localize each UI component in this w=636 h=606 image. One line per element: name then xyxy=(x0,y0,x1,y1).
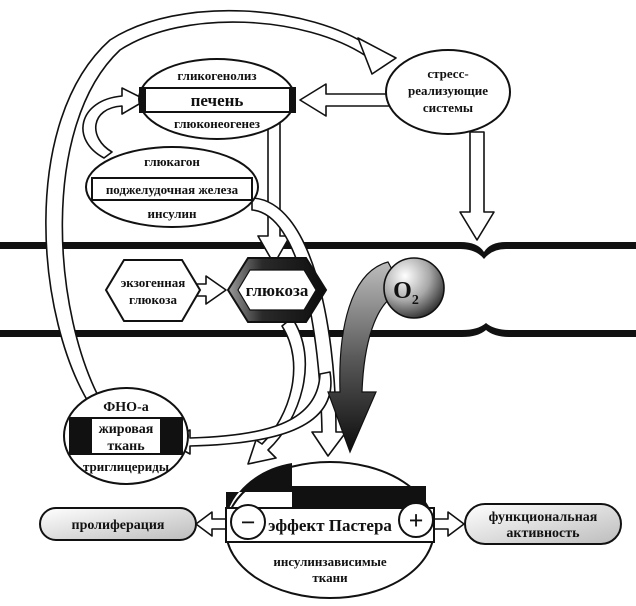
vessel-upper-wall xyxy=(0,242,636,259)
arrow-glucose-to-tissues xyxy=(247,317,307,465)
liver-bottom-label: глюконеогенез xyxy=(174,116,260,131)
activity-node: функциональная активность xyxy=(464,503,622,545)
tissues-line1: инсулинзависимые xyxy=(273,554,387,569)
arrow-to-proliferation xyxy=(195,511,229,537)
minus-sign: − xyxy=(241,508,256,537)
adipose-bottom-label: триглицериды xyxy=(83,459,169,474)
stress-line2: реализующие xyxy=(408,83,488,98)
proliferation-node: пролиферация xyxy=(39,507,197,541)
oxygen-label: O2 xyxy=(393,278,419,308)
glucose-label: глюкоза xyxy=(246,281,309,300)
plus-badge: + xyxy=(398,502,434,538)
adipose-top-label: ФНО-а xyxy=(103,400,148,415)
glucose-node: глюкоза xyxy=(226,257,328,323)
liver-name: печень xyxy=(191,91,244,110)
oxygen-circle xyxy=(383,257,445,319)
arrow-pancreas-to-liver xyxy=(82,87,147,159)
arrow-stress-to-vessel xyxy=(459,131,495,241)
arrow-liver-to-glucose xyxy=(257,121,291,265)
adipose-name-line2: ткань xyxy=(107,439,145,454)
oxygen-arrow xyxy=(327,261,405,454)
pancreas-top-label: глюкагон xyxy=(144,154,200,169)
adipose-node: ФНО-а жировая ткань триглицериды xyxy=(63,387,189,485)
adipose-name-line1: жировая xyxy=(99,422,154,437)
proliferation-label: пролиферация xyxy=(72,518,165,533)
pancreas-name: поджелудочная железа xyxy=(106,182,239,197)
liver-top-label: гликогенолиз xyxy=(177,68,256,83)
stress-systems-node: стресс- реализующие системы xyxy=(385,49,511,135)
liver-node: гликогенолиз печень глюконеогенез xyxy=(138,58,296,140)
oxygen-subscript: 2 xyxy=(412,293,419,308)
stress-line1: стресс- xyxy=(427,66,468,81)
plus-sign: + xyxy=(409,506,424,535)
exogenous-glucose-node: экзогенная глюкоза xyxy=(104,259,202,322)
pancreas-bottom-label: инсулин xyxy=(147,206,197,221)
arrow-stress-to-liver xyxy=(299,83,393,117)
activity-line2: активность xyxy=(506,526,580,541)
stress-line3: системы xyxy=(423,100,473,115)
pancreas-node: глюкагон поджелудочная железа инсулин xyxy=(85,146,259,228)
exogenous-line2: глюкоза xyxy=(129,292,178,307)
tissues-effect-label: эффект Пастера xyxy=(268,516,392,535)
tissues-line2: ткани xyxy=(312,570,348,585)
arrow-to-activity xyxy=(431,511,465,537)
minus-badge: − xyxy=(230,504,266,540)
exogenous-line1: экзогенная xyxy=(121,275,186,290)
oxygen-letter: O xyxy=(393,278,412,304)
arrow-adipose-to-stress-head xyxy=(357,37,397,75)
oxygen-group: O2 xyxy=(327,257,445,454)
arrow-tissues-to-adipose xyxy=(167,371,332,455)
activity-line1: функциональная xyxy=(489,510,598,525)
tissues-node: эффект Пастера − + инсулинзависимые ткан… xyxy=(225,461,435,599)
